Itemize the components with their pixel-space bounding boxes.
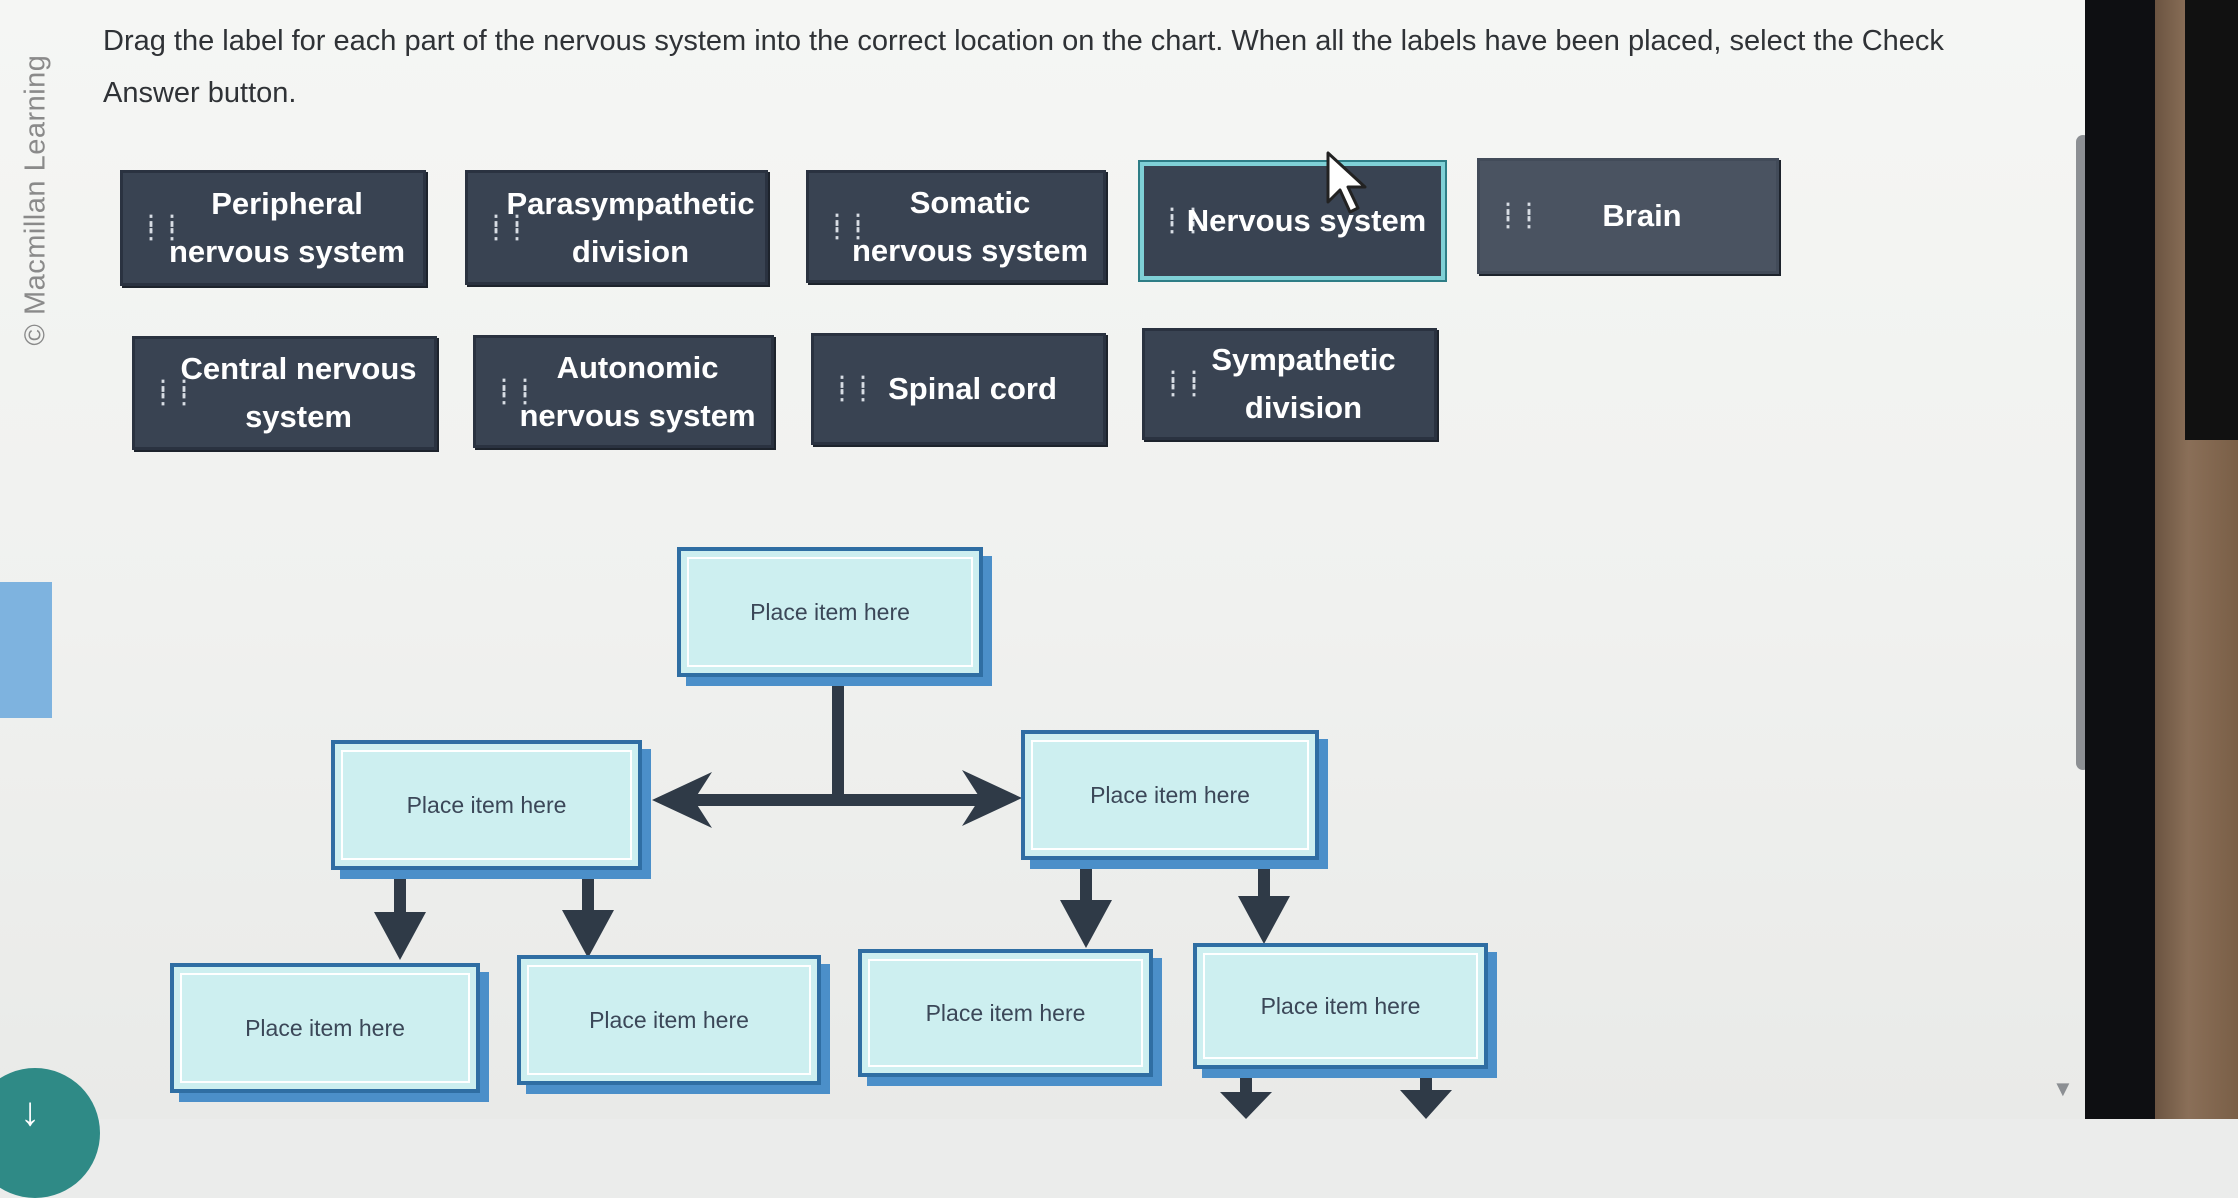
label-tile-peripheral[interactable]: ⋮⋮⋮⋮ Peripheral nervous system [120,170,426,286]
drop-zone-bottom-1[interactable]: Place item here [170,963,480,1093]
drop-zone-bottom-3[interactable]: Place item here [858,949,1153,1077]
tile-label: Spinal cord [888,371,1057,406]
drop-zone-bottom-4[interactable]: Place item here [1193,943,1488,1069]
tile-label: Peripheral nervous system [168,186,406,269]
monitor-bezel [2085,0,2155,1119]
label-tile-sympathetic[interactable]: ⋮⋮⋮⋮ Sympathetic division [1142,328,1437,440]
app-screen: © Macmillan Learning ↓ Drag the label fo… [0,0,2090,1198]
tile-label: Somatic nervous system [851,184,1089,268]
background-object [2185,0,2238,440]
drop-zone-bottom-2[interactable]: Place item here [517,955,821,1085]
tile-label: Brain [1602,198,1682,233]
drop-placeholder: Place item here [589,1006,749,1033]
side-panel-tab[interactable] [0,582,52,718]
scroll-down-icon[interactable]: ▼ [2052,1076,2074,1101]
label-tile-somatic[interactable]: ⋮⋮⋮⋮ Somatic nervous system [806,170,1106,283]
tile-label: Sympathetic division [1211,342,1396,425]
drop-zone-top[interactable]: Place item here [677,547,983,677]
drop-zone-right[interactable]: Place item here [1021,730,1319,860]
tile-label: Autonomic nervous system [519,349,756,433]
label-tile-central[interactable]: ⋮⋮⋮⋮ Central nervous system [132,336,437,450]
drop-placeholder: Place item here [750,598,910,625]
label-tile-parasympathetic[interactable]: ⋮⋮⋮⋮ Parasympathetic division [465,170,768,285]
drop-placeholder: Place item here [245,1014,405,1041]
label-tile-brain[interactable]: ⋮⋮⋮⋮ Brain [1477,158,1779,274]
chart-connectors [374,680,1452,1119]
drop-placeholder: Place item here [925,999,1086,1026]
label-tile-spinal-cord[interactable]: ⋮⋮⋮⋮ Spinal cord [811,333,1106,445]
label-tile-nervous-system[interactable]: ⋮⋮⋮⋮ Nervous system [1140,162,1445,280]
mouse-pointer-icon [1326,151,1367,214]
drop-placeholder: Place item here [1090,781,1250,808]
tile-label: Central nervous system [180,351,417,434]
instructions-text: Drag the label for each part of the nerv… [103,25,1944,109]
drop-placeholder: Place item here [1260,992,1421,1019]
tile-label: Parasympathetic division [506,185,755,269]
drop-placeholder: Place item here [406,791,567,818]
label-tile-autonomic[interactable]: ⋮⋮⋮⋮ Autonomic nervous system [473,335,774,448]
tile-label: Nervous system [1186,203,1427,238]
drop-zone-left[interactable]: Place item here [331,740,642,870]
